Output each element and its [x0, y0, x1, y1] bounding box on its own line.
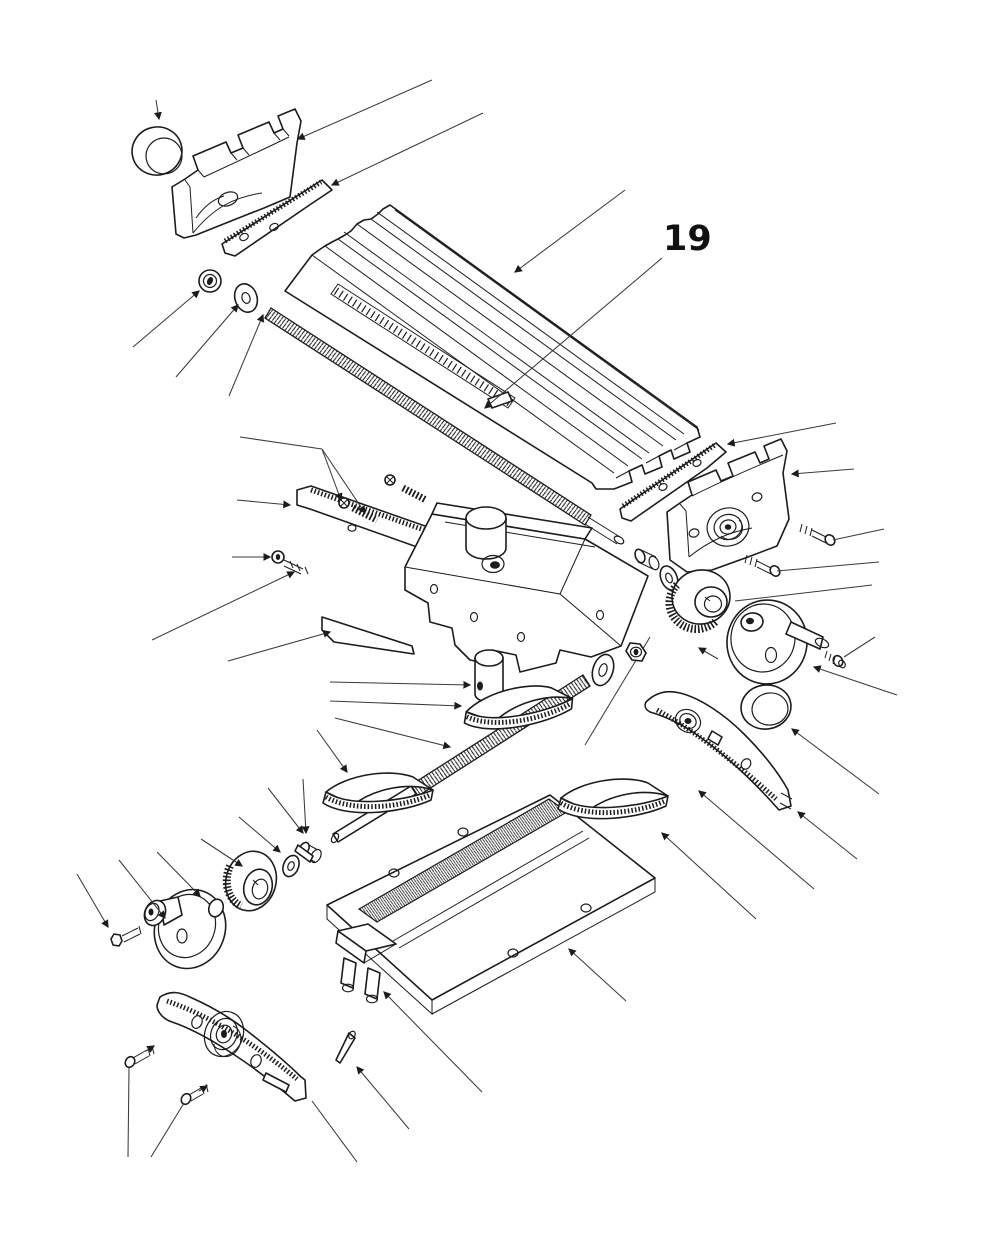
work-table: [284, 204, 701, 490]
support-bracket-right: [644, 690, 793, 811]
saddle-foot-bar: [321, 616, 415, 655]
bracket-screw-right-2: [744, 554, 781, 577]
handwheel-right: [726, 599, 846, 685]
end-cap-top-left: [131, 126, 183, 176]
gib-screw-spring-b: [384, 474, 428, 504]
handle-screw-right: [824, 650, 846, 669]
leader-lines: [76, 79, 898, 1163]
handle-shaft-right: [785, 621, 824, 650]
table-scale-strip: [330, 283, 516, 409]
washer-saddle: [591, 653, 615, 687]
handle-hex-screw-left: [110, 925, 142, 947]
clamp-shoe-right: [558, 779, 668, 819]
end-cap-right: [740, 684, 792, 730]
saddle-body: [404, 502, 649, 703]
lead-screw-nut-bracket: [335, 923, 397, 1004]
graduated-dial-right: [665, 569, 731, 633]
bearing-left: [203, 1010, 245, 1058]
drive-pin-lower: [294, 844, 314, 863]
bracket-screw-right-1: [799, 523, 836, 546]
bearing-right: [706, 507, 750, 547]
washer-lower-screw: [282, 854, 300, 878]
spacer-sleeve: [634, 548, 660, 571]
saddle-pivot-cylinder: [474, 649, 504, 703]
gib-strip-right: [619, 442, 727, 522]
handwheel-left: [110, 888, 227, 970]
support-bracket-left: [156, 991, 307, 1102]
gib-strip-top-left: [221, 179, 333, 257]
bracket-screw-left-2: [180, 1083, 209, 1106]
graduated-dial-left: [222, 850, 278, 912]
hex-nut-saddle: [625, 642, 647, 662]
end-bracket-top-left: [171, 108, 302, 239]
saddle-boss: [465, 506, 507, 574]
part-number-label: 19: [663, 219, 712, 259]
base-plate: [326, 794, 656, 1016]
label-19-leader: [484, 257, 663, 409]
taper-pin: [335, 1030, 356, 1064]
end-bracket-right: [666, 438, 790, 573]
bracket-screw-left-1: [124, 1045, 155, 1069]
washer-top-left: [233, 282, 259, 314]
knurled-nut-top-left: [198, 269, 222, 293]
gib-screw-left: [271, 550, 309, 575]
